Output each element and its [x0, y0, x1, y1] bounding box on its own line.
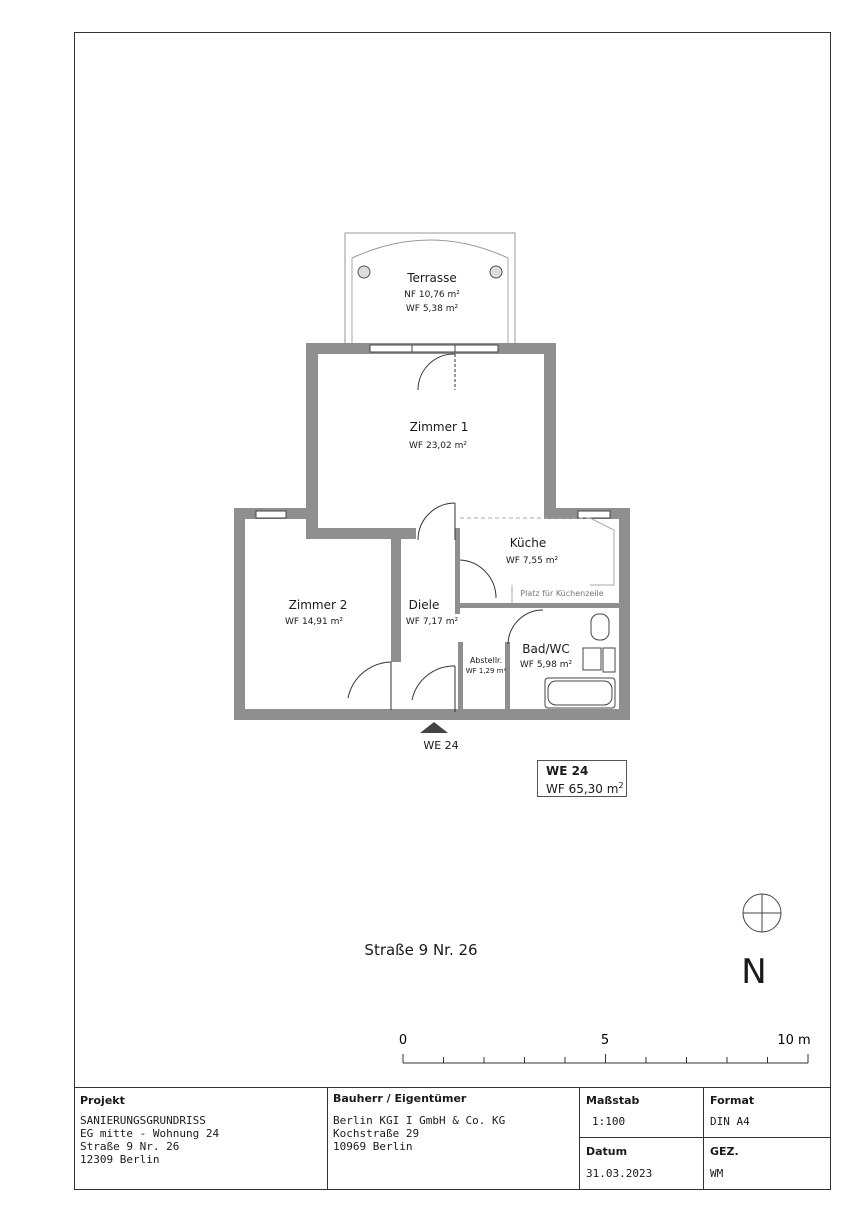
scale-label-10: 10 m: [777, 1033, 810, 1048]
north-compass-icon: [742, 893, 782, 933]
unit-tag: WE 24 WF 65,30 m2: [537, 760, 627, 797]
terrace: [344, 232, 516, 346]
scale-label-5: 5: [601, 1033, 609, 1048]
room-zimmer1-wf: WF 23,02 m²: [409, 441, 467, 451]
bauherr-line: Berlin KGI I GmbH & Co. KG: [333, 1114, 506, 1127]
format-value: DIN A4: [710, 1115, 750, 1128]
projekt-line: EG mitte - Wohnung 24: [80, 1127, 220, 1140]
entrance-label: WE 24: [423, 739, 458, 752]
room-zimmer2-name: Zimmer 2: [289, 598, 348, 612]
kitchen-counter: [460, 517, 615, 603]
projekt-heading: Projekt: [80, 1094, 125, 1107]
room-zimmer1-name: Zimmer 1: [410, 420, 469, 434]
bauherr-lines: Berlin KGI I GmbH & Co. KG Kochstraße 29…: [333, 1114, 573, 1153]
scale-label-0: 0: [399, 1033, 407, 1048]
planter-right-icon: [489, 265, 503, 279]
projekt-cell: Projekt SANIERUNGSGRUNDRISS EG mitte - W…: [80, 1094, 320, 1166]
gez-cell: GEZ. WM: [710, 1145, 739, 1180]
bath-fixtures: [544, 613, 616, 709]
room-terrasse-name: Terrasse: [406, 271, 457, 285]
room-terrasse-nf: NF 10,76 m²: [404, 290, 460, 300]
projekt-line: 12309 Berlin: [80, 1153, 160, 1166]
room-labels: Terrasse NF 10,76 m² WF 5,38 m² Zimmer 1…: [285, 271, 604, 959]
bauherr-cell: Bauherr / Eigentümer Berlin KGI I GmbH &…: [333, 1092, 573, 1153]
massstab-heading: Maßstab: [586, 1094, 640, 1107]
unit-tag-title: WE 24: [546, 764, 589, 778]
planter-left-icon: [357, 265, 371, 279]
projekt-line: SANIERUNGSGRUNDRISS: [80, 1114, 206, 1127]
room-abstellr-name: Abstellr.: [470, 656, 502, 665]
format-cell: Format DIN A4: [710, 1094, 754, 1128]
scale-bar: 0 5 10 m: [399, 1033, 811, 1064]
bauherr-line: 10969 Berlin: [333, 1140, 413, 1153]
room-badwc-name: Bad/WC: [522, 642, 570, 656]
unit-tag-area-sup: 2: [618, 781, 624, 790]
gez-value: WM: [710, 1167, 724, 1180]
address-label: Straße 9 Nr. 26: [364, 941, 477, 959]
unit-tag-area: WF 65,30 m2: [546, 778, 626, 797]
room-kueche-wf: WF 7,55 m²: [506, 556, 559, 566]
projekt-lines: SANIERUNGSGRUNDRISS EG mitte - Wohnung 2…: [80, 1114, 320, 1166]
room-terrasse-wf: WF 5,38 m²: [406, 304, 459, 314]
drawing-frame: [74, 32, 831, 1190]
toilet-icon: [590, 613, 610, 641]
room-diele-wf: WF 7,17 m²: [406, 617, 459, 627]
title-block: Projekt SANIERUNGSGRUNDRISS EG mitte - W…: [74, 1087, 831, 1190]
format-heading: Format: [710, 1094, 755, 1107]
doors: [347, 353, 544, 712]
datum-cell: Datum 31.03.2023: [586, 1145, 652, 1180]
datum-heading: Datum: [586, 1145, 628, 1158]
datum-value: 31.03.2023: [586, 1167, 653, 1180]
kitchen-note: Platz für Küchenzeile: [520, 589, 603, 598]
entrance-arrow-icon: [420, 722, 448, 733]
room-badwc-wf: WF 5,98 m²: [520, 660, 573, 670]
windows: [255, 344, 611, 519]
room-kueche-name: Küche: [510, 536, 546, 550]
north-label: N: [741, 952, 766, 992]
unit-tag-area-text: WF 65,30 m: [546, 782, 619, 796]
bauherr-heading: Bauherr / Eigentümer: [333, 1092, 467, 1105]
massstab-cell: Maßstab 1:100: [586, 1094, 639, 1128]
room-diele-name: Diele: [409, 598, 440, 612]
projekt-line: Straße 9 Nr. 26: [80, 1140, 180, 1153]
gez-heading: GEZ.: [710, 1145, 739, 1158]
room-zimmer2-wf: WF 14,91 m²: [285, 617, 343, 627]
massstab-value: 1:100: [592, 1115, 626, 1128]
bauherr-line: Kochstraße 29: [333, 1127, 420, 1140]
sink-icon: [582, 647, 602, 671]
room-abstellr-wf: WF 1,29 m²: [466, 667, 507, 675]
